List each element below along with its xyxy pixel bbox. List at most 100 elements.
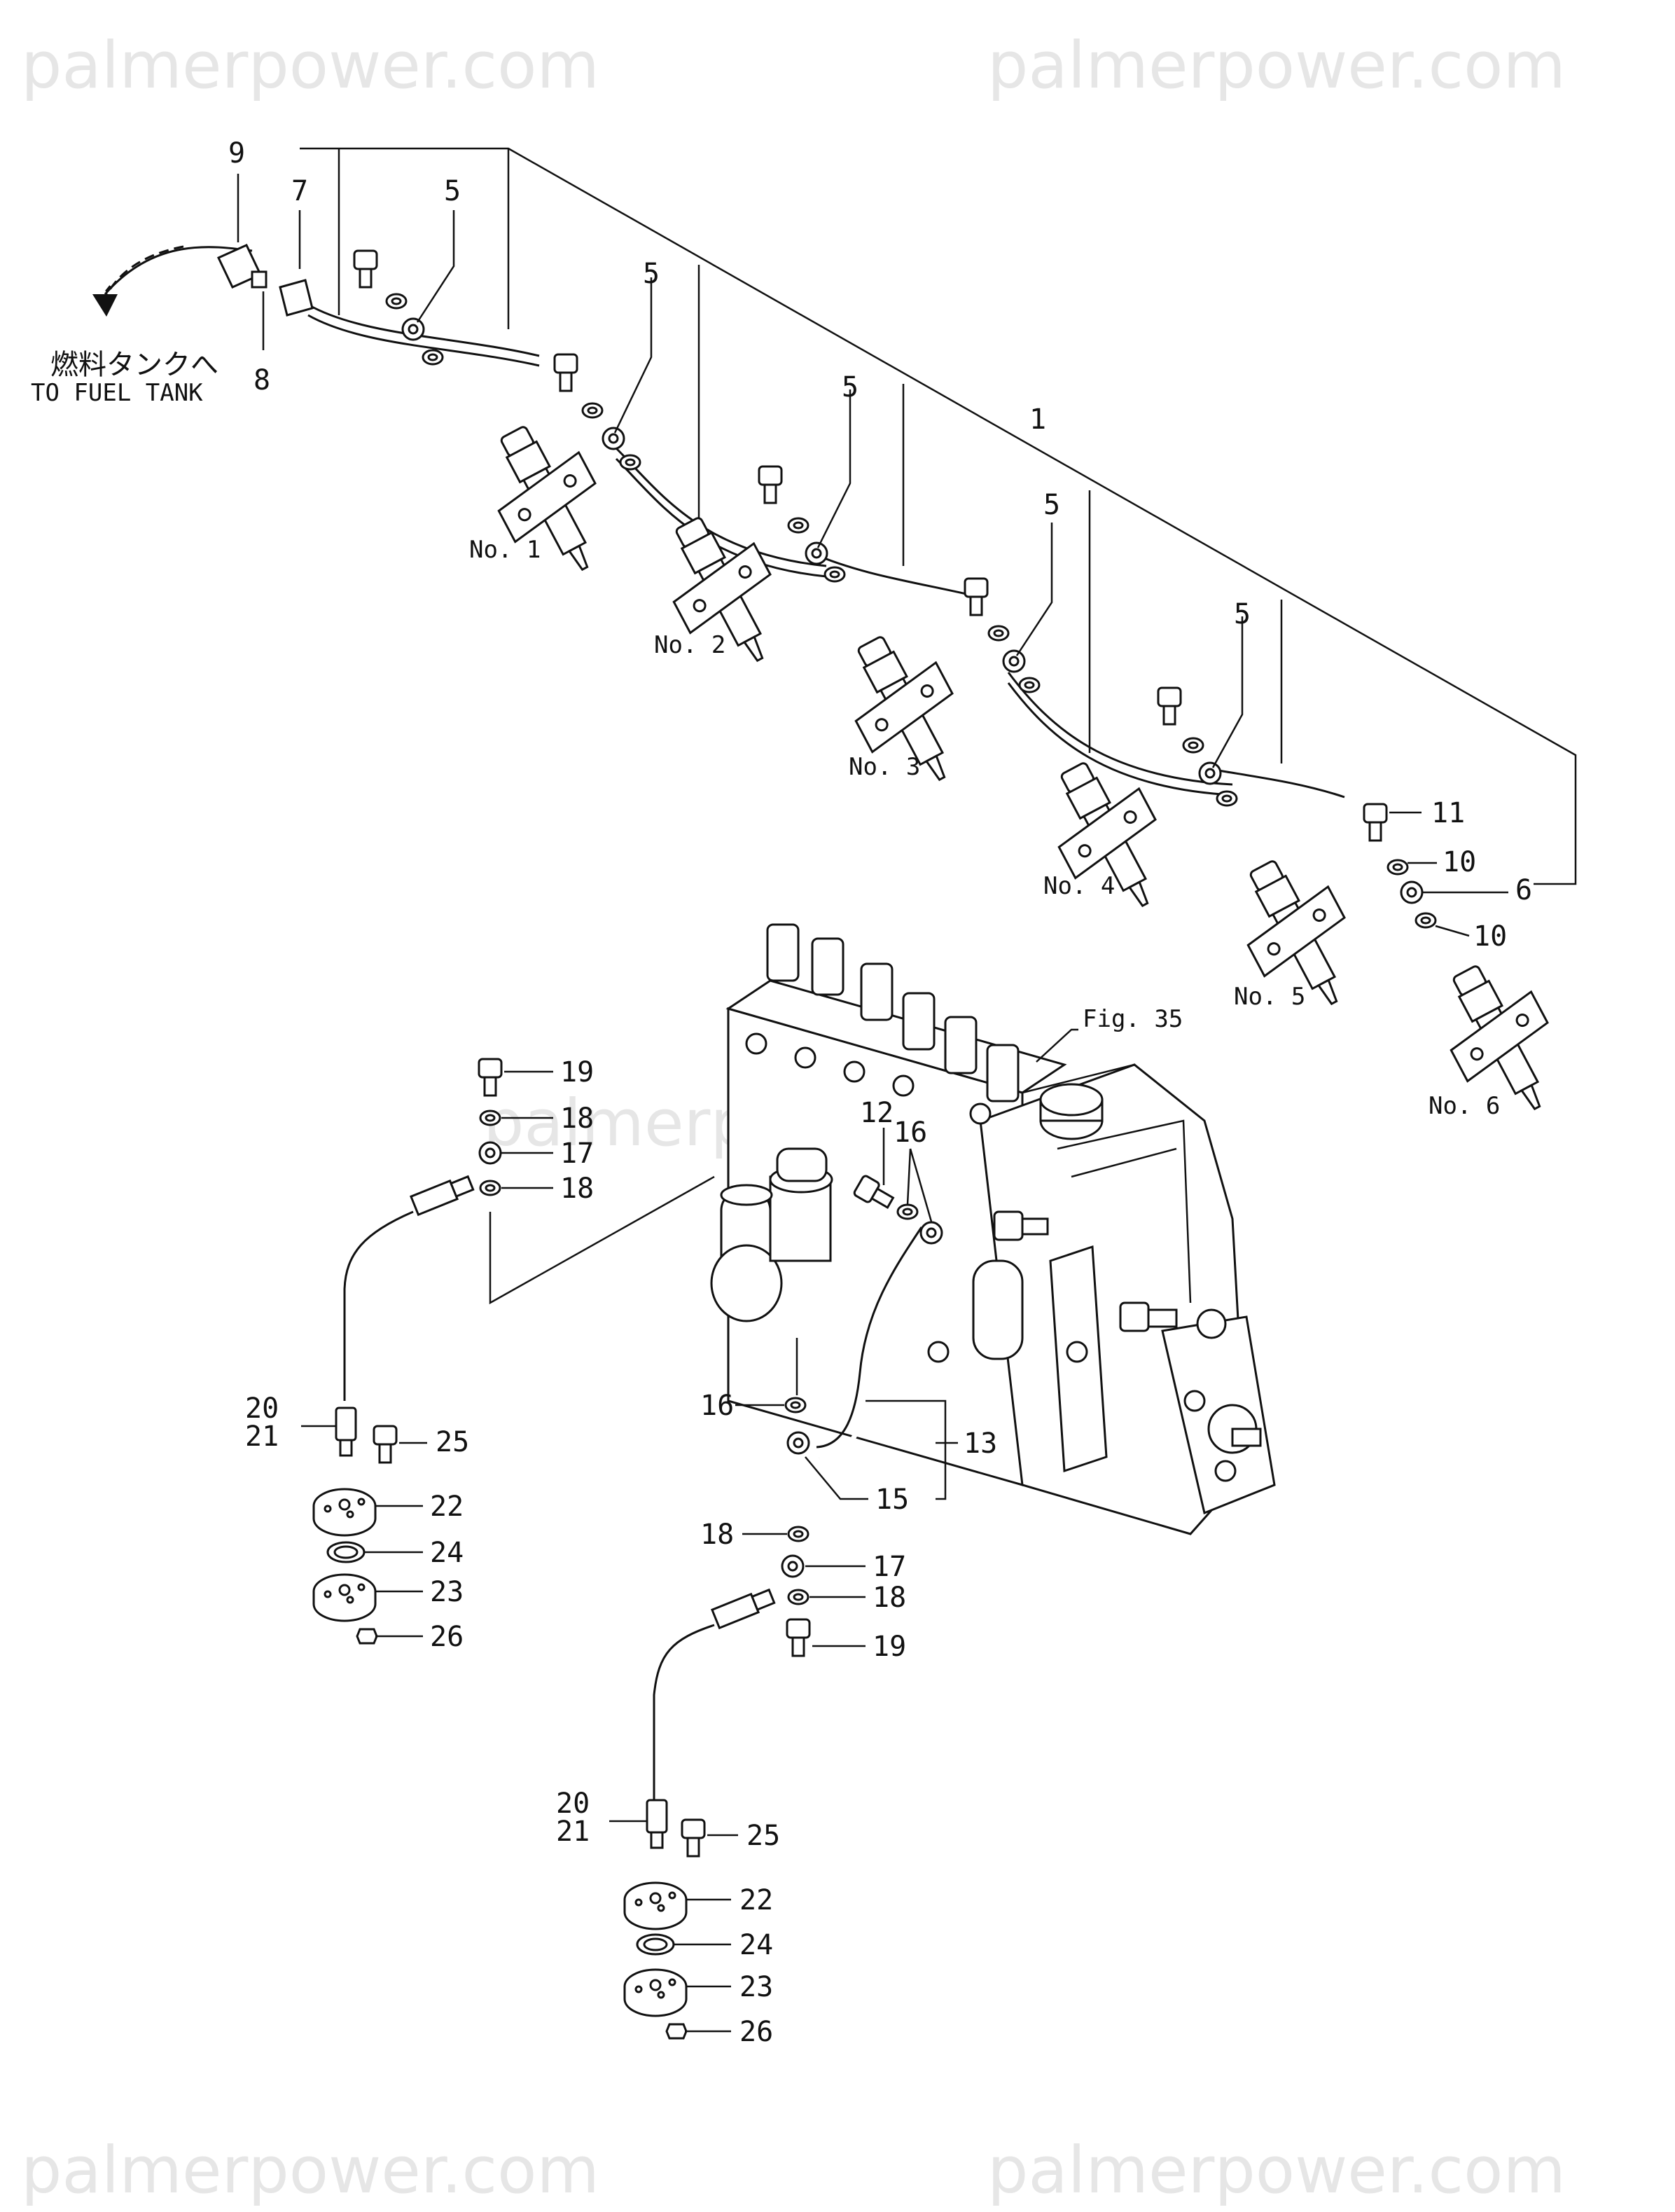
banjo-eye-icon (1198, 761, 1222, 785)
callout-25: 25 (746, 1820, 780, 1852)
hose-end-icon (410, 1173, 475, 1216)
callout-5: 5 (842, 371, 859, 403)
injector-label-no6: No. 6 (1429, 1092, 1500, 1120)
washer-icon (787, 517, 809, 534)
callout-9: 9 (228, 137, 245, 170)
banjo-eye-icon (602, 427, 625, 450)
watermark: palmerpower.com (987, 28, 1566, 103)
callout-26: 26 (430, 1621, 464, 1653)
nut-icon (356, 1628, 378, 1645)
banjo-eye-icon (478, 1141, 502, 1165)
callout-12: 12 (860, 1097, 894, 1129)
callout-17: 17 (873, 1551, 906, 1583)
callout-20: 20 (245, 1392, 279, 1425)
injector-label-no1: No. 1 (469, 536, 541, 564)
mount-connector-icon (335, 1406, 357, 1457)
banjo-eye-icon (919, 1221, 943, 1245)
banjo-eye-icon (805, 541, 828, 565)
injector-label-no5: No. 5 (1234, 983, 1305, 1011)
injector-label-no4: No. 4 (1043, 872, 1115, 900)
callout-16: 16 (700, 1390, 734, 1422)
callout-23: 23 (430, 1576, 464, 1608)
banjo-bolt-icon (786, 1618, 811, 1657)
callout-25: 25 (436, 1426, 469, 1458)
washer-icon (1415, 912, 1437, 929)
banjo-eye-icon (781, 1554, 805, 1578)
washer-icon (787, 1526, 809, 1542)
delivery-valve-holders (766, 923, 1020, 1102)
callout-19: 19 (873, 1631, 906, 1663)
callout-5: 5 (1043, 489, 1060, 521)
callout-21: 21 (556, 1816, 590, 1848)
washer-icon (385, 293, 408, 310)
fuel-tank-label-jp: 燃料タンクへ (50, 349, 218, 381)
leader-lines (237, 174, 1508, 2033)
callout-10: 10 (1473, 920, 1507, 953)
washer-icon (479, 1110, 501, 1126)
o-ring-icon (326, 1541, 366, 1563)
callout-22: 22 (739, 1884, 773, 1916)
leak-off-pipe (97, 246, 1345, 799)
washer-icon (479, 1180, 501, 1196)
callout-5: 5 (1234, 598, 1251, 630)
fuel-tank-arrow (102, 245, 184, 302)
callout-19: 19 (560, 1056, 594, 1088)
callout-18: 18 (873, 1582, 906, 1614)
callout-16: 16 (894, 1117, 927, 1149)
washer-icon (787, 1589, 809, 1605)
callout-5: 5 (643, 258, 660, 290)
callout-18: 18 (560, 1102, 594, 1135)
fuel-tank-label-en: TO FUEL TANK (31, 379, 203, 407)
callout-6: 6 (1515, 874, 1532, 906)
bolt-icon (373, 1425, 398, 1464)
callout-20: 20 (556, 1788, 590, 1820)
end-eye-icon (1400, 880, 1424, 904)
washer-icon (1386, 859, 1409, 876)
washer-icon (896, 1203, 919, 1220)
flange-icon (623, 1881, 688, 1930)
callout-21: 21 (245, 1420, 279, 1453)
callout-10: 10 (1443, 846, 1476, 878)
callout-22: 22 (430, 1491, 464, 1523)
callout-7: 7 (291, 175, 308, 207)
callout-18: 18 (560, 1173, 594, 1205)
injector-icon (1028, 744, 1190, 929)
callout-24: 24 (739, 1929, 773, 1961)
washer-icon (784, 1397, 807, 1413)
banjo-bolt-icon (353, 249, 378, 289)
callout-15: 15 (875, 1484, 909, 1516)
callout-24: 24 (430, 1537, 464, 1569)
flange-icon (623, 1968, 688, 2017)
callout-23: 23 (739, 1971, 773, 2003)
washer-icon (1182, 737, 1204, 754)
flange-icon (312, 1488, 377, 1537)
group-bracket-1 (300, 147, 1577, 885)
watermark: palmerpower.com (21, 28, 599, 103)
hose-end-icon (711, 1586, 777, 1629)
nut-icon (665, 2023, 688, 2040)
callout-17: 17 (560, 1138, 594, 1170)
callout-5: 5 (444, 175, 461, 207)
plug-bolt-icon (1363, 803, 1388, 842)
washer-icon (422, 349, 444, 366)
washer-icon (987, 625, 1010, 642)
callout-1: 1 (1029, 403, 1046, 436)
o-ring-icon (636, 1933, 675, 1956)
banjo-eye-icon (786, 1431, 810, 1455)
banjo-bolt-icon (964, 577, 989, 616)
return-fitting (216, 244, 314, 317)
figure-reference: Fig. 35 (1083, 1005, 1183, 1033)
callout-13: 13 (964, 1428, 997, 1460)
injector-label-no2: No. 2 (654, 631, 725, 659)
watermark: palmerpower.com (987, 2133, 1566, 2208)
washer-icon (1018, 677, 1041, 693)
callout-18: 18 (700, 1519, 734, 1551)
bolt-icon (681, 1818, 706, 1858)
watermark: palmerpower.com (21, 2133, 599, 2208)
mount-connector-icon (646, 1799, 668, 1849)
arrow-head-icon (92, 294, 118, 317)
washer-icon (823, 566, 846, 583)
callout-26: 26 (739, 2016, 773, 2048)
washer-icon (1216, 790, 1238, 807)
